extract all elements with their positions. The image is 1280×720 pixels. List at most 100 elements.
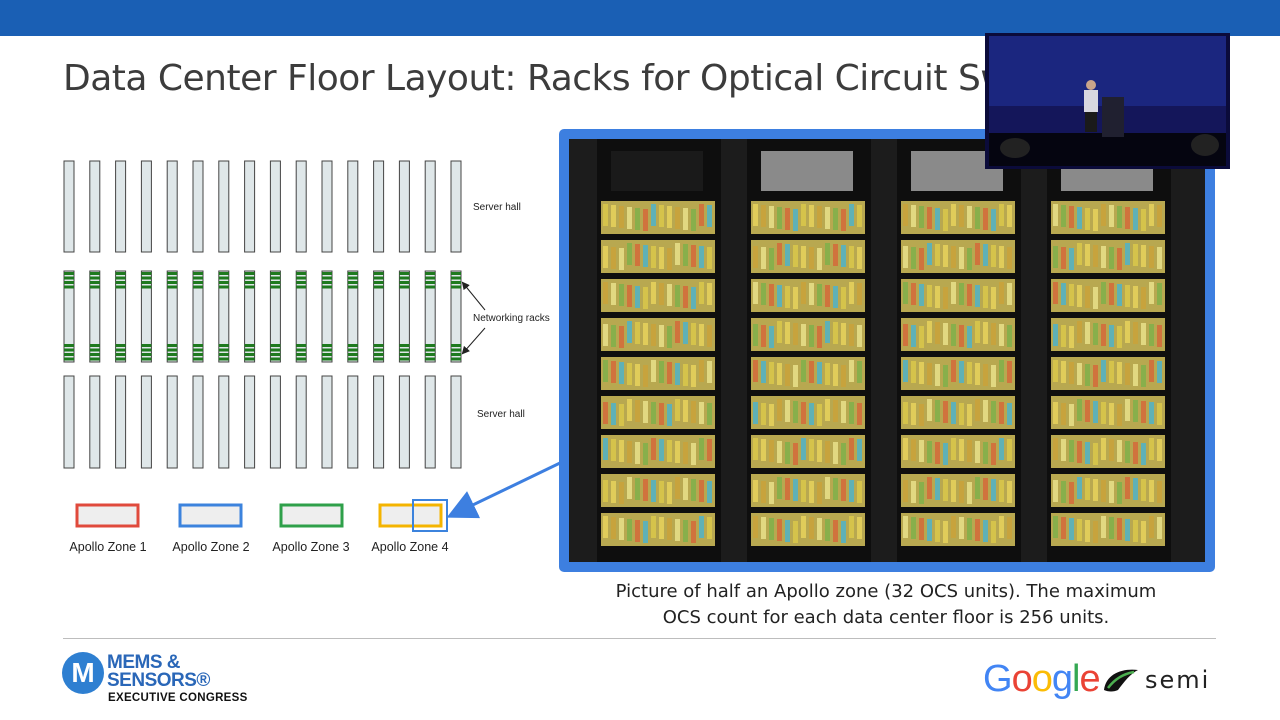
fiber-bundle [651,324,656,346]
networking-rack [140,270,152,363]
fiber-bundle [793,365,798,387]
fiber-bundle [683,208,688,230]
fiber-bundle [911,403,916,425]
fiber-bundle [1061,439,1066,461]
network-switch-block [89,272,100,275]
server-rack [373,375,385,469]
fiber-bundle [1133,400,1138,422]
fiber-bundle [991,401,996,423]
network-switch-block [347,285,358,289]
fiber-bundle [951,516,956,538]
fiber-bundle [983,442,988,464]
fiber-bundle [667,284,672,306]
fiber-bundle [635,520,640,542]
fiber-bundle [793,401,798,423]
google-letter: g [1051,658,1073,700]
fiber-bundle [849,402,854,424]
fiber-bundle [967,482,972,504]
fiber-bundle [785,442,790,464]
server-rack [321,375,333,469]
network-switch-block [425,344,436,347]
fiber-bundle [1077,321,1082,343]
fiber-bundle [967,404,972,426]
fiber-bundle [793,287,798,309]
fiber-bundle [927,399,932,421]
network-switch-block [167,353,178,356]
fiber-bundle [1101,282,1106,304]
fiber-bundle [651,402,656,424]
network-switch-block [167,285,178,289]
fiber-bundle [857,481,862,503]
fiber-bundle [659,325,664,347]
fiber-bundle [1085,322,1090,344]
fiber-bundle [603,360,608,382]
fiber-bundle [943,365,948,387]
fiber-bundle [911,283,916,305]
network-switch-block [270,348,281,352]
networking-rack [192,270,204,363]
fiber-bundle [753,402,758,424]
fiber-bundle [1133,322,1138,344]
fiber-bundle [927,321,932,343]
fiber-bundle [1069,284,1074,306]
fiber-bundle [627,207,632,229]
fiber-bundle [769,404,774,426]
fiber-bundle [1077,243,1082,265]
fiber-bundle [943,521,948,543]
fiber-bundle [1053,402,1058,424]
network-switch-block [322,285,332,289]
fiber-bundle [603,480,608,502]
networking-rack [218,270,230,363]
fiber-bundle [801,246,806,268]
fiber-bundle [707,247,712,269]
fiber-bundle [809,439,814,461]
fiber-bundle [785,322,790,344]
network-switch-block [270,281,281,284]
network-switch-block [322,344,332,347]
fiber-bundle [1069,404,1074,426]
ocs-unit [601,318,715,351]
ocs-unit [1051,279,1165,312]
server-rack [321,160,333,253]
fiber-bundle [991,443,996,465]
fiber-bundle [793,479,798,501]
networking-arrow-up [461,281,486,311]
apollo-zone-1-box [75,503,140,528]
fiber-bundle [619,482,624,504]
fiber-bundle [1053,282,1058,304]
fiber-bundle [943,443,948,465]
network-switch-block [425,348,436,352]
fiber-bundle [651,246,656,268]
fiber-bundle [1085,478,1090,500]
fiber-bundle [635,400,640,422]
network-switch-block [425,357,436,361]
network-switch-block [399,281,410,284]
fiber-bundle [911,247,916,269]
ocs-unit [751,435,865,468]
fiber-bundle [951,402,956,424]
fiber-bundle [1069,518,1074,540]
network-switch-block [322,353,332,356]
fiber-bundle [911,517,916,539]
ocs-unit [901,396,1015,429]
fiber-bundle [1109,325,1114,347]
fiber-bundle [611,205,616,227]
fiber-bundle [699,282,704,304]
fiber-bundle [809,205,814,227]
network-switch-block [347,344,358,347]
network-switch-block [89,344,100,347]
fiber-bundle [1007,283,1012,305]
fiber-bundle [1125,243,1130,265]
fiber-bundle [643,323,648,345]
fiber-bundle [635,364,640,386]
fiber-bundle [903,282,908,304]
ocs-unit [1051,201,1165,234]
apollo-zone-2-box [178,503,243,528]
ocs-unit [901,357,1015,390]
fiber-bundle [761,283,766,305]
fiber-bundle [1069,440,1074,462]
fiber-bundle [675,285,680,307]
fiber-bundle [801,204,806,226]
network-switch-block [244,348,255,352]
fiber-bundle [959,361,964,383]
